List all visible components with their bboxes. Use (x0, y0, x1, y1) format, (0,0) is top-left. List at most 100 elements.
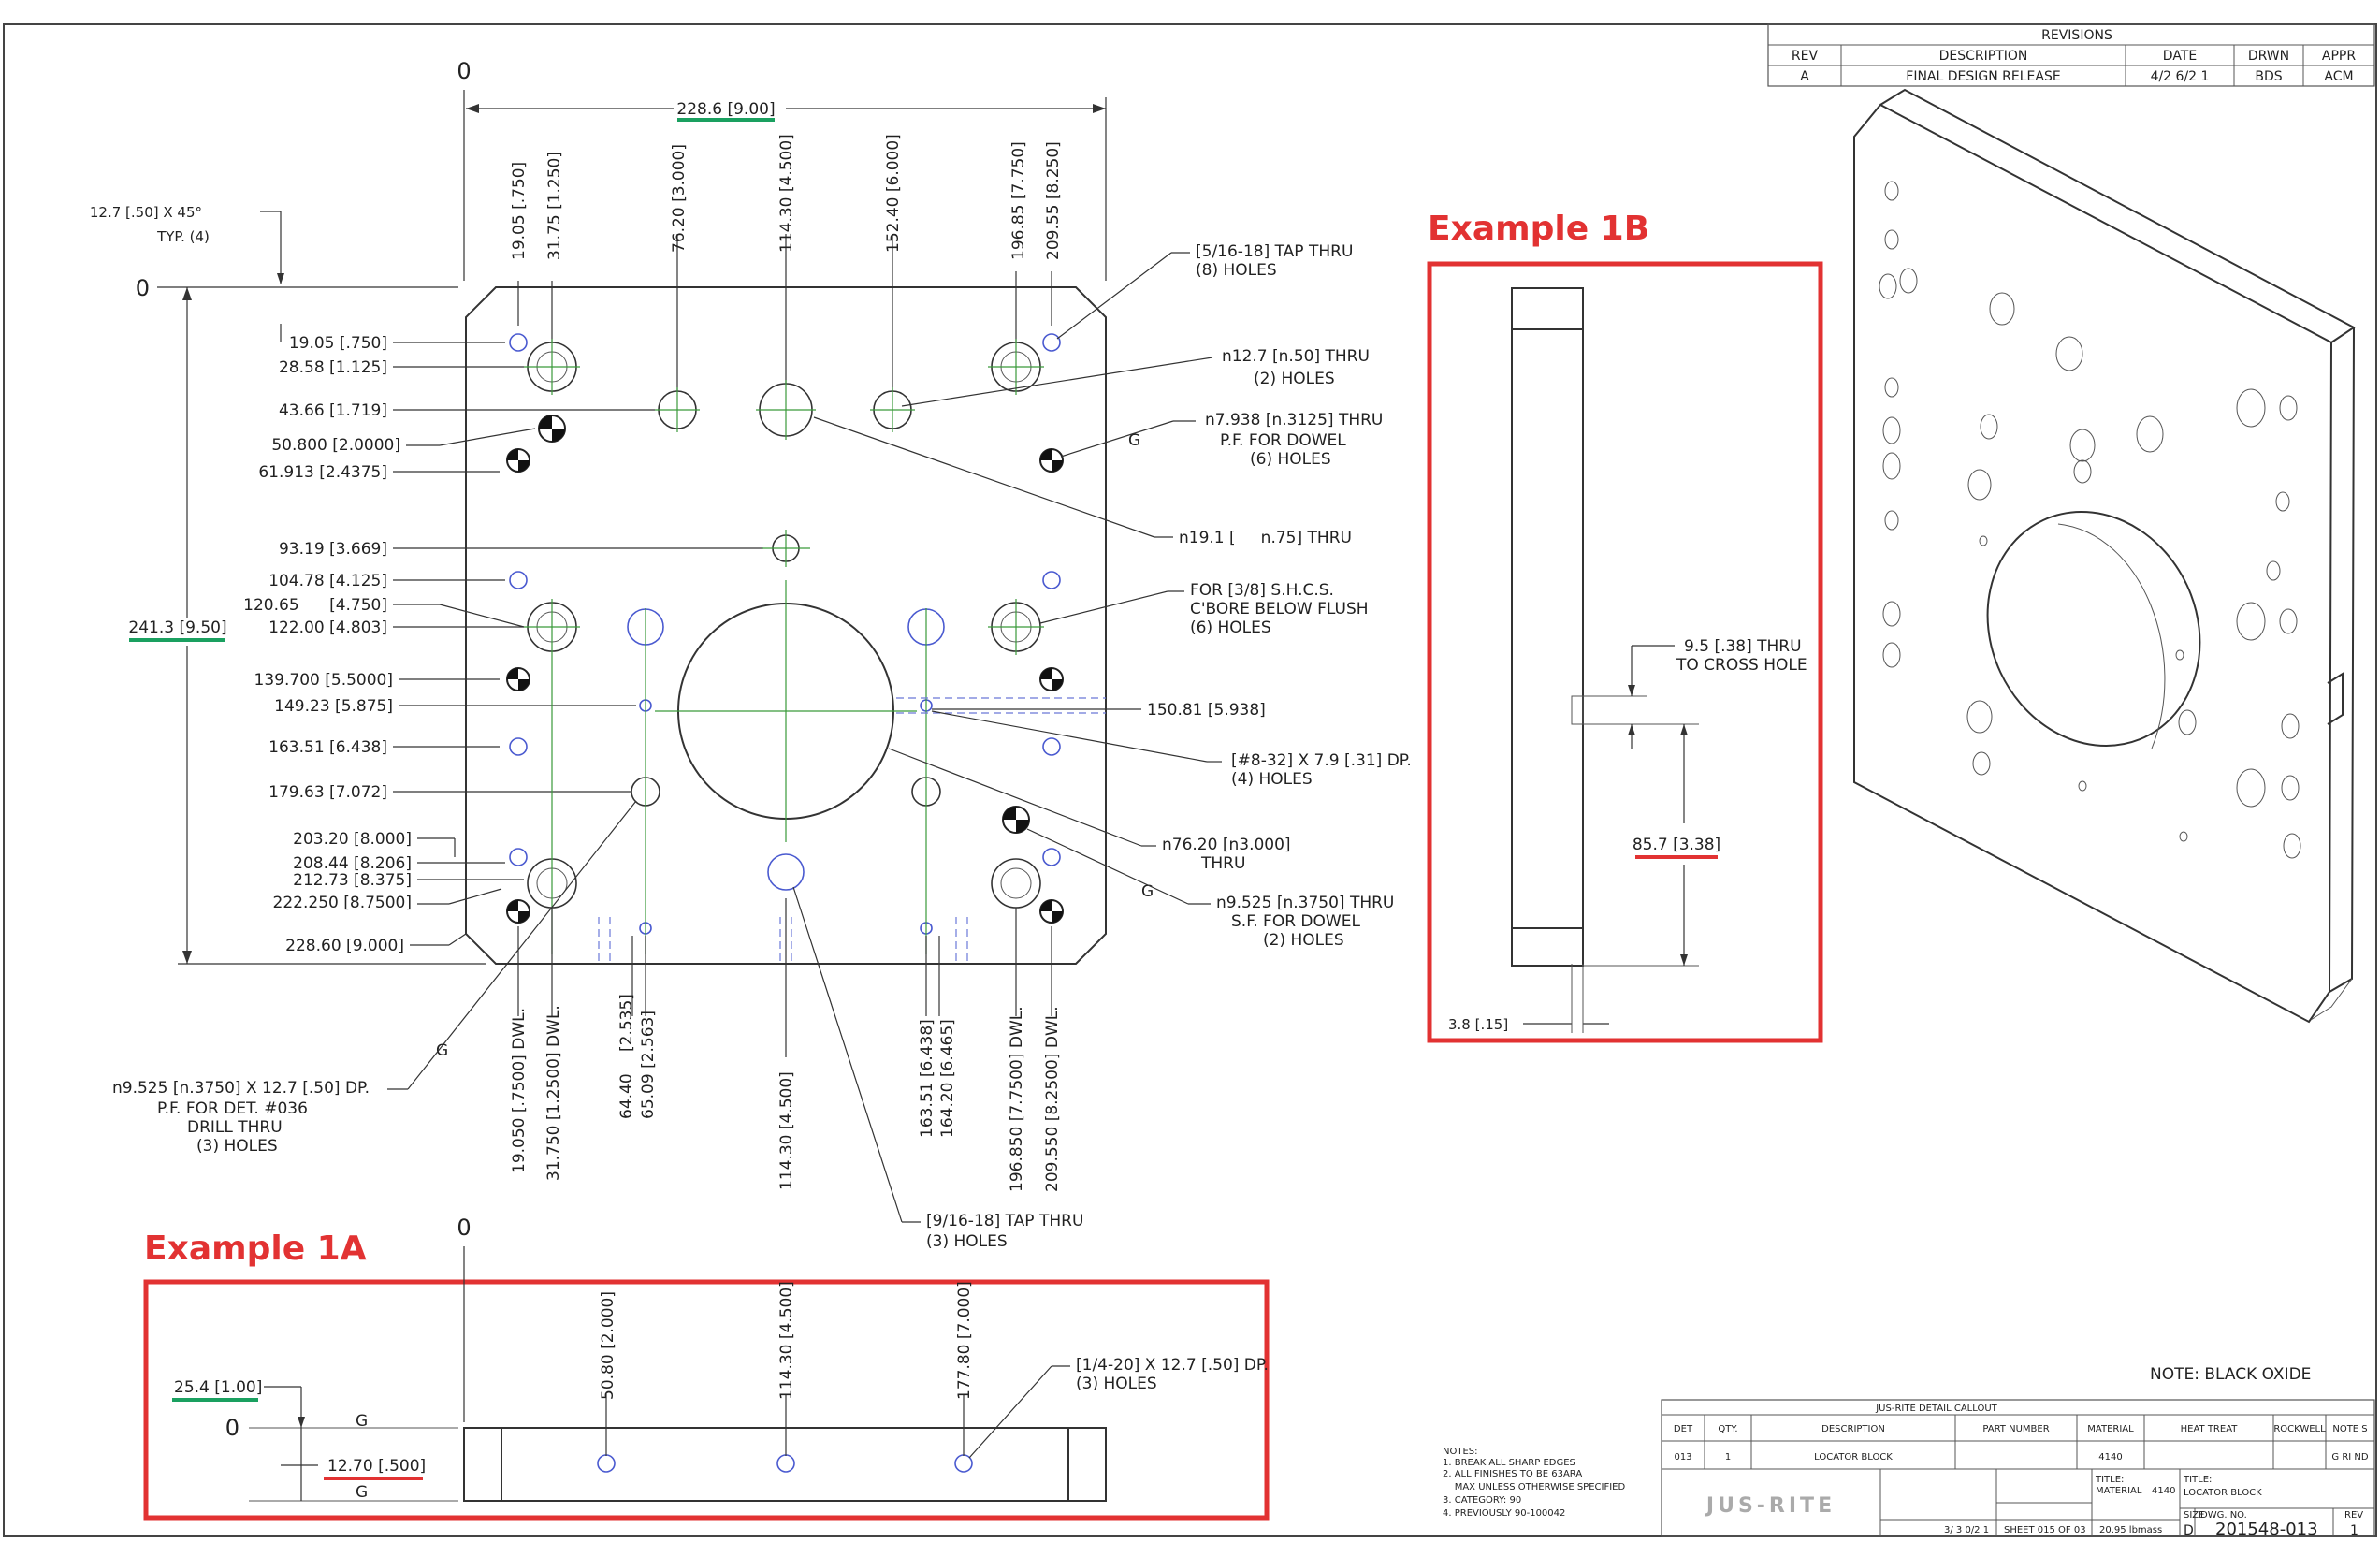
svg-text:LOCATOR BLOCK: LOCATOR BLOCK (1814, 1452, 1893, 1462)
svg-text:(3) HOLES: (3) HOLES (196, 1137, 278, 1156)
svg-text:DRILL THRU: DRILL THRU (187, 1118, 283, 1137)
dwg-number: 201548-013 (2215, 1520, 2318, 1539)
svg-text:19.05 [.750]: 19.05 [.750] (510, 162, 529, 260)
svg-text:104.78 [4.125]: 104.78 [4.125] (268, 572, 387, 590)
svg-text:209.550 [8.2500] DWL.: 209.550 [8.2500] DWL. (1043, 1006, 1062, 1192)
svg-text:(6) HOLES: (6) HOLES (1250, 450, 1331, 469)
sheet-border (3, 23, 2377, 1537)
svg-text:114.30 [4.500]: 114.30 [4.500] (777, 134, 796, 253)
svg-text:(6) HOLES: (6) HOLES (1190, 618, 1271, 637)
svg-text:HEAT TREAT: HEAT TREAT (2181, 1424, 2239, 1434)
svg-text:C'BORE BELOW FLUSH: C'BORE BELOW FLUSH (1190, 600, 1369, 618)
svg-text:SHEET 015 OF 03: SHEET 015 OF 03 (2004, 1525, 2086, 1535)
left-leaders (280, 324, 763, 946)
overall-height-dim: 241.3 [9.50] (128, 618, 226, 637)
rev-row-description: FINAL DESIGN RELEASE (1906, 69, 2060, 84)
rev-row-date: 4/2 6/2 1 (2151, 69, 2210, 84)
rev-header-date: DATE (2163, 49, 2197, 64)
svg-text:G: G (356, 1412, 368, 1431)
iso-holes (1879, 181, 2301, 859)
svg-text:31.75 [1.250]: 31.75 [1.250] (545, 152, 564, 260)
svg-text:(4) HOLES: (4) HOLES (1231, 770, 1313, 789)
svg-text:19.05 [.750]: 19.05 [.750] (289, 334, 387, 353)
rev-header-appr: APPR (2322, 49, 2356, 64)
svg-text:013: 013 (1674, 1452, 1691, 1462)
svg-text:31.750 [1.2500] DWL.: 31.750 [1.2500] DWL. (544, 1005, 563, 1181)
logo: JUS-RITE (1705, 1494, 1836, 1518)
svg-text:196.850 [7.7500] DWL.: 196.850 [7.7500] DWL. (1008, 1006, 1026, 1192)
svg-text:n9.525 [n.3750] X 12.7 [.50] D: n9.525 [n.3750] X 12.7 [.50] DP. (112, 1079, 370, 1098)
svg-text:114.30 [4.500]: 114.30 [4.500] (777, 1281, 796, 1400)
top-dims: 19.05 [.750] 31.75 [1.250] 76.20 [3.000]… (510, 134, 1063, 260)
svg-text:P.F. FOR DET. #036: P.F. FOR DET. #036 (157, 1099, 308, 1118)
example-1a-label: Example 1A (144, 1230, 367, 1268)
svg-text:0: 0 (457, 1215, 471, 1241)
revisions-table: REVISIONS REV DESCRIPTION DATE DRWN APPR… (1767, 23, 2375, 87)
bottom-dims: 19.050 [.7500] DWL. 31.750 [1.2500] DWL.… (510, 994, 1062, 1192)
svg-text:114.30 [4.500]: 114.30 [4.500] (777, 1071, 796, 1190)
example-1b-offset: 3.8 [.15] (1448, 1016, 1508, 1033)
example-1a-half: 12.70 [.500] (327, 1457, 426, 1476)
bottom-extension-lines (517, 898, 1052, 1057)
title-block: JUS-RITE DETAIL CALLOUT DET QTY. DESCRIP… (1661, 1399, 2375, 1539)
svg-text:1: 1 (2350, 1523, 2358, 1538)
svg-text:2. ALL FINISHES TO BE 63ARA: 2. ALL FINISHES TO BE 63ARA (1443, 1469, 1582, 1479)
svg-text:G: G (356, 1483, 368, 1502)
svg-text:[2.535]: [2.535] (617, 994, 636, 1052)
svg-text:65.09 [2.563]: 65.09 [2.563] (639, 1011, 658, 1119)
svg-text:209.55 [8.250]: 209.55 [8.250] (1044, 141, 1063, 260)
svg-text:MATERIAL: MATERIAL (2087, 1424, 2134, 1434)
svg-text:76.20 [3.000]: 76.20 [3.000] (670, 144, 689, 253)
svg-text:DESCRIPTION: DESCRIPTION (1821, 1424, 1885, 1434)
svg-text:196.85 [7.750]: 196.85 [7.750] (1009, 141, 1028, 260)
svg-text:n76.20 [n3.000]: n76.20 [n3.000] (1162, 836, 1291, 854)
dowel-holes (506, 415, 1064, 924)
svg-text:[9/16-18] TAP THRU: [9/16-18] TAP THRU (926, 1212, 1083, 1230)
svg-text:177.80 [7.000]: 177.80 [7.000] (955, 1281, 974, 1400)
svg-text:50.800 [2.0000]: 50.800 [2.0000] (271, 436, 400, 455)
rev-header-description: DESCRIPTION (1939, 49, 2028, 64)
svg-text:228.60 [9.000]: 228.60 [9.000] (285, 937, 404, 955)
svg-text:(3) HOLES: (3) HOLES (926, 1232, 1008, 1251)
svg-text:MAX UNLESS OTHERWISE SPECIFIED: MAX UNLESS OTHERWISE SPECIFIED (1443, 1482, 1625, 1492)
svg-text:[1/4-20] X 12.7 [.50] DP.: [1/4-20] X 12.7 [.50] DP. (1076, 1356, 1269, 1375)
rev-row-rev: A (1800, 69, 1809, 84)
svg-text:1. BREAK ALL SHARP EDGES: 1. BREAK ALL SHARP EDGES (1443, 1458, 1575, 1468)
svg-text:1: 1 (1725, 1452, 1731, 1462)
svg-text:212.73 [8.375]: 212.73 [8.375] (293, 871, 412, 890)
svg-text:4140: 4140 (2152, 1486, 2175, 1496)
svg-text:64.40: 64.40 (617, 1073, 636, 1119)
svg-text:149.23 [5.875]: 149.23 [5.875] (274, 697, 393, 716)
svg-text:0: 0 (225, 1415, 239, 1441)
svg-text:TITLE:: TITLE: (2095, 1475, 2124, 1485)
svg-text:REV: REV (2344, 1510, 2363, 1521)
tapped-holes (509, 333, 1061, 891)
svg-text:D: D (2184, 1523, 2194, 1538)
plate-outline (465, 286, 1107, 965)
svg-text:NOTE S: NOTE S (2332, 1424, 2367, 1434)
title-text: LOCATOR BLOCK (2184, 1488, 2262, 1498)
right-callouts: [5/16-18] TAP THRU (8) HOLES n12.7 [n.50… (112, 242, 1412, 1251)
top-extension-lines (517, 234, 1052, 393)
svg-text:163.51 [6.438]: 163.51 [6.438] (268, 738, 387, 757)
rev-header-rev: REV (1792, 49, 1819, 64)
svg-text:164.20 [6.465]: 164.20 [6.465] (938, 1019, 957, 1138)
example-1b-label: Example 1B (1428, 210, 1649, 248)
svg-text:n9.525 [n.3750] THRU: n9.525 [n.3750] THRU (1216, 894, 1394, 912)
svg-text:G RI ND: G RI ND (2331, 1452, 2368, 1462)
svg-text:NOTES:: NOTES: (1443, 1447, 1478, 1457)
front-view: 0 0 228.6 [9.00] 241.3 [9.50] 12.7 [.50]… (90, 58, 1412, 1251)
left-dims: 19.05 [.750] 28.58 [1.125] 43.66 [1.719]… (243, 334, 412, 955)
svg-text:50.80 [2.000]: 50.80 [2.000] (599, 1291, 617, 1400)
svg-text:139.700 [5.5000]: 139.700 [5.5000] (254, 671, 393, 690)
svg-text:G: G (1128, 431, 1140, 450)
svg-text:FOR [3/8] S.H.C.S.: FOR [3/8] S.H.C.S. (1190, 581, 1334, 600)
svg-text:P.F. FOR DOWEL: P.F. FOR DOWEL (1220, 431, 1346, 450)
svg-text:9.5 [.38] THRU: 9.5 [.38] THRU (1684, 637, 1802, 656)
callout-title: JUS-RITE DETAIL CALLOUT (1875, 1404, 1997, 1414)
svg-text:19.050 [.7500] DWL.: 19.050 [.7500] DWL. (510, 1008, 529, 1173)
svg-text:n19.1 [ n.75] THRU: n19.1 [ n.75] THRU (1179, 529, 1352, 547)
general-notes: NOTES: 1. BREAK ALL SHARP EDGES 2. ALL F… (1443, 1447, 1625, 1519)
svg-text:163.51 [6.438]: 163.51 [6.438] (918, 1019, 936, 1138)
isometric-view (1853, 88, 2356, 1024)
